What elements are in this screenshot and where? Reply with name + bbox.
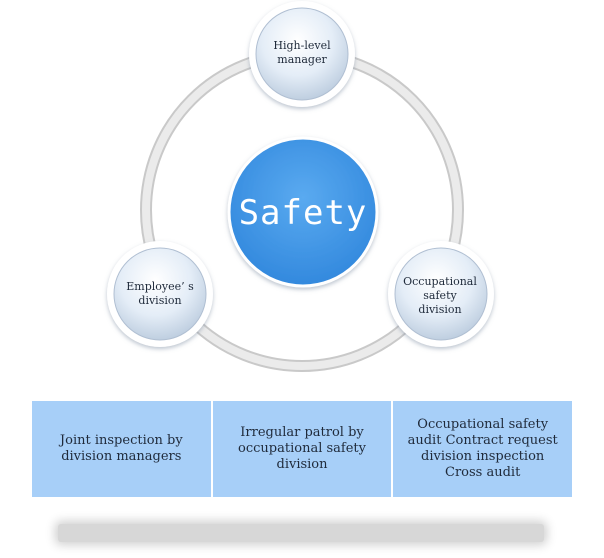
table-cell: Joint inspection by division managers	[32, 401, 211, 497]
center-label: Safety	[238, 193, 368, 233]
node-top-label: High-level manager	[273, 39, 331, 66]
node-left-label: Employee’ s division	[126, 280, 194, 307]
cycle-diagram	[107, 1, 494, 372]
shadow-bar	[58, 524, 544, 542]
table-cell: Irregular patrol by occupational safety …	[212, 401, 392, 497]
node-left-fill	[113, 247, 207, 341]
node-right-label: Occupational safety division	[403, 275, 477, 316]
table-cell: Occupational safety audit Contract reque…	[393, 401, 573, 497]
node-top-fill	[255, 7, 349, 101]
center-circle	[227, 136, 379, 288]
node-right-fill	[394, 247, 488, 341]
activity-table: Joint inspection by division managers Ir…	[32, 401, 573, 497]
